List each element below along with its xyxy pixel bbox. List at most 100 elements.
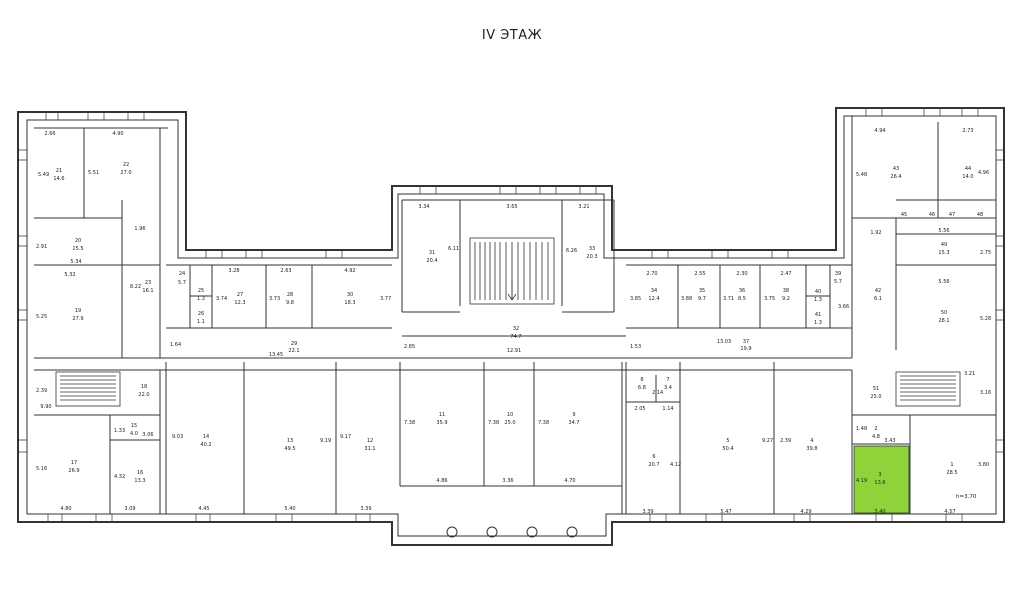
- room-13-area: 49.5: [284, 446, 295, 452]
- room-11-area: 35.9: [436, 420, 447, 426]
- room-39-number: 39: [835, 271, 841, 277]
- room-10-area: 25.0: [504, 420, 515, 426]
- room-4-area: 39.8: [806, 446, 817, 452]
- dim-label: 3.28: [228, 268, 239, 274]
- dim-label: 13.45: [269, 352, 283, 358]
- dim-label: 1.48: [856, 426, 867, 432]
- room-18-number: 18: [141, 384, 147, 390]
- dim-label: 13.03: [717, 339, 731, 345]
- dim-label: 2.73: [962, 128, 973, 134]
- room-32-area: 74.7: [510, 334, 521, 340]
- room-7-number: 7: [666, 377, 669, 383]
- room-2-number: 2: [874, 426, 877, 432]
- dim-label: 9.27: [762, 438, 773, 444]
- room-44-number: 44: [965, 166, 971, 172]
- room-42-area: 6.1: [874, 296, 882, 302]
- dim-label: 12.91: [507, 348, 521, 354]
- room-14-area: 40.2: [200, 442, 211, 448]
- dim-label: 2.14: [652, 390, 663, 396]
- room-13-number: 13: [287, 438, 293, 444]
- dim-label: 3.34: [418, 204, 429, 210]
- room-28-area: 9.8: [286, 300, 294, 306]
- room-19-number: 19: [75, 308, 81, 314]
- room-48-number: 48: [977, 212, 983, 218]
- page-title: IV ЭТАЖ: [481, 28, 543, 43]
- room-24-area: 5.7: [178, 280, 186, 286]
- dim-label: 7.38: [488, 420, 499, 426]
- room-41-area: 1.3: [814, 320, 822, 326]
- dim-label: 9.90: [40, 404, 51, 410]
- room-49-area: 15.3: [938, 250, 949, 256]
- dim-label: 1.96: [134, 226, 145, 232]
- room-22-area: 27.0: [120, 170, 131, 176]
- room-12-area: 31.1: [364, 446, 375, 452]
- highlighted-room-3: [853, 445, 910, 514]
- dim-label: 2.70: [646, 271, 657, 277]
- room-41-number: 41: [815, 312, 821, 318]
- room-16-area: 13.3: [134, 478, 145, 484]
- dim-label: 5.28: [980, 316, 991, 322]
- room-51-number: 51: [873, 386, 879, 392]
- room-38-area: 9.2: [782, 296, 790, 302]
- room-5-number: 5: [726, 438, 729, 444]
- room-7-area: 3.4: [664, 385, 672, 391]
- room-26-area: 1.1: [197, 319, 205, 325]
- room-45-number: 45: [901, 212, 907, 218]
- room-44-area: 14.0: [962, 174, 973, 180]
- dim-label: 4.92: [344, 268, 355, 274]
- dim-label: 5.16: [36, 466, 47, 472]
- room-9-number: 9: [572, 412, 575, 418]
- room-50-area: 28.1: [938, 318, 949, 324]
- dim-label: 9.03: [172, 434, 183, 440]
- room-29-number: 29: [291, 341, 297, 347]
- room-8-area: 6.8: [638, 385, 646, 391]
- room-labels: 21 14.6 2.66 5.49 22 27.0 4.90 5.51 20 1…: [36, 128, 991, 515]
- room-17-number: 17: [71, 460, 77, 466]
- room-27-area: 12.3: [234, 300, 245, 306]
- room-11-number: 11: [439, 412, 445, 418]
- outer-wall: [17, 107, 1005, 546]
- room-20-area: 15.5: [72, 246, 83, 252]
- dim-label: 2.39: [780, 438, 791, 444]
- room-33-area: 20.3: [586, 254, 597, 260]
- room-31-number: 31: [429, 250, 435, 256]
- room-26-number: 26: [198, 311, 204, 317]
- dim-label: 4.96: [978, 170, 989, 176]
- room-40-area: 1.3: [814, 297, 822, 303]
- dim-label: 5.34: [70, 259, 81, 265]
- room-21-area: 14.6: [53, 176, 64, 182]
- dim-label: 9.19: [320, 438, 331, 444]
- dim-label: 3.39: [642, 509, 653, 515]
- room-3-number: 3: [878, 472, 881, 478]
- dim-label: 5.49: [38, 172, 49, 178]
- dim-label: 4.29: [800, 509, 811, 515]
- dim-label: 3.65: [506, 204, 517, 210]
- room-32-number: 32: [513, 326, 519, 332]
- stair-right: [895, 371, 961, 407]
- dim-label: 3.74: [216, 296, 227, 302]
- dim-label: 4.86: [436, 478, 447, 484]
- room-25-number: 25: [198, 288, 204, 294]
- dim-label: 4.94: [874, 128, 885, 134]
- dim-label: 3.77: [380, 296, 391, 302]
- room-15-area: 4.0: [130, 431, 138, 437]
- room-49-number: 49: [941, 242, 947, 248]
- room-20-number: 20: [75, 238, 81, 244]
- room-47-number: 47: [949, 212, 955, 218]
- dim-label: 9.17: [340, 434, 351, 440]
- dim-label: 5.47: [720, 509, 731, 515]
- ceiling-height-note: h=3.70: [956, 494, 977, 500]
- room-35-number: 35: [699, 288, 705, 294]
- room-27-number: 27: [237, 292, 243, 298]
- room-5-area: 50.4: [722, 446, 733, 452]
- room-16-number: 16: [137, 470, 143, 476]
- room-34-area: 12.4: [648, 296, 659, 302]
- room-22-number: 22: [123, 162, 129, 168]
- dim-label: 2.63: [280, 268, 291, 274]
- dim-label: 3.21: [578, 204, 589, 210]
- dim-label: 3.75: [764, 296, 775, 302]
- dim-label: 5.40: [284, 506, 295, 512]
- dim-label: 3.16: [980, 390, 991, 396]
- dim-label: 3.71: [723, 296, 734, 302]
